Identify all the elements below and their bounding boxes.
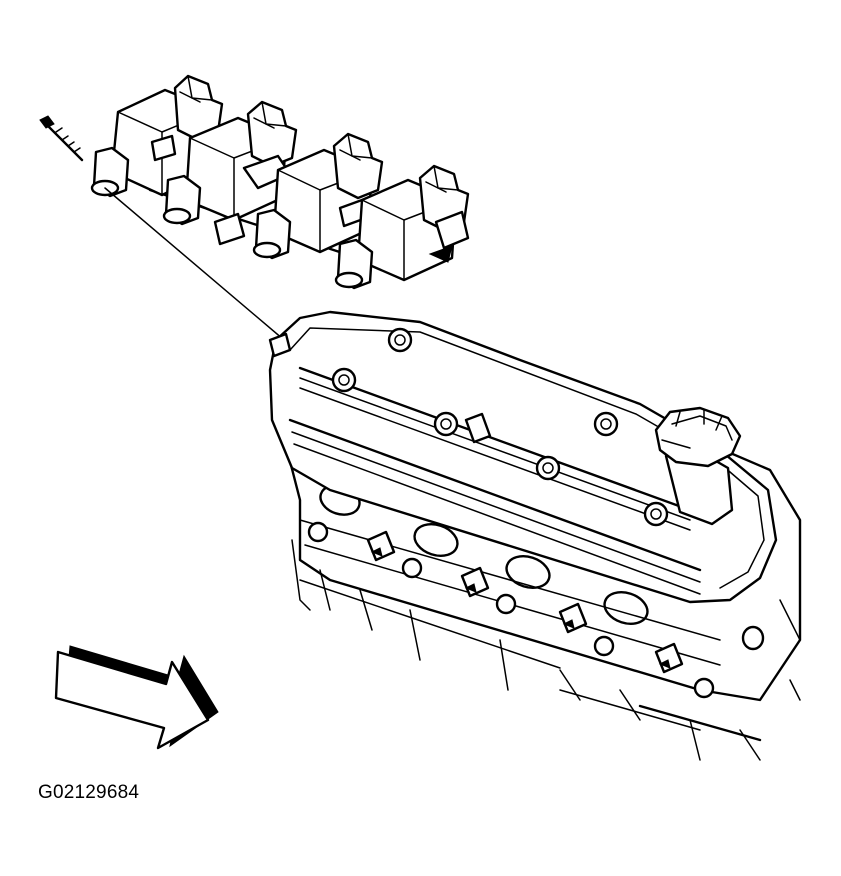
- valve-cover: [268, 310, 778, 604]
- arrow-right-down-icon: [54, 645, 219, 750]
- coil-bolt: [39, 115, 84, 162]
- head-bolts: [307, 521, 715, 699]
- valve-cover-assembly: [268, 310, 802, 761]
- figure-id-label: G02129684: [38, 782, 140, 803]
- ignition-coil-2: [162, 100, 298, 246]
- spark-plugs: [366, 530, 684, 674]
- ignition-coil-assembly: [39, 74, 470, 346]
- ignition-coil-3: [252, 132, 384, 260]
- assembly-leader-line: [104, 187, 291, 346]
- coil-mount-bosses: [331, 327, 669, 527]
- ignition-coil-4: [334, 164, 470, 290]
- engine-block-detail: [291, 539, 801, 761]
- ignition-coil-1: [90, 74, 224, 198]
- exhaust-ports: [319, 484, 765, 651]
- oil-filler-cap: [654, 406, 742, 526]
